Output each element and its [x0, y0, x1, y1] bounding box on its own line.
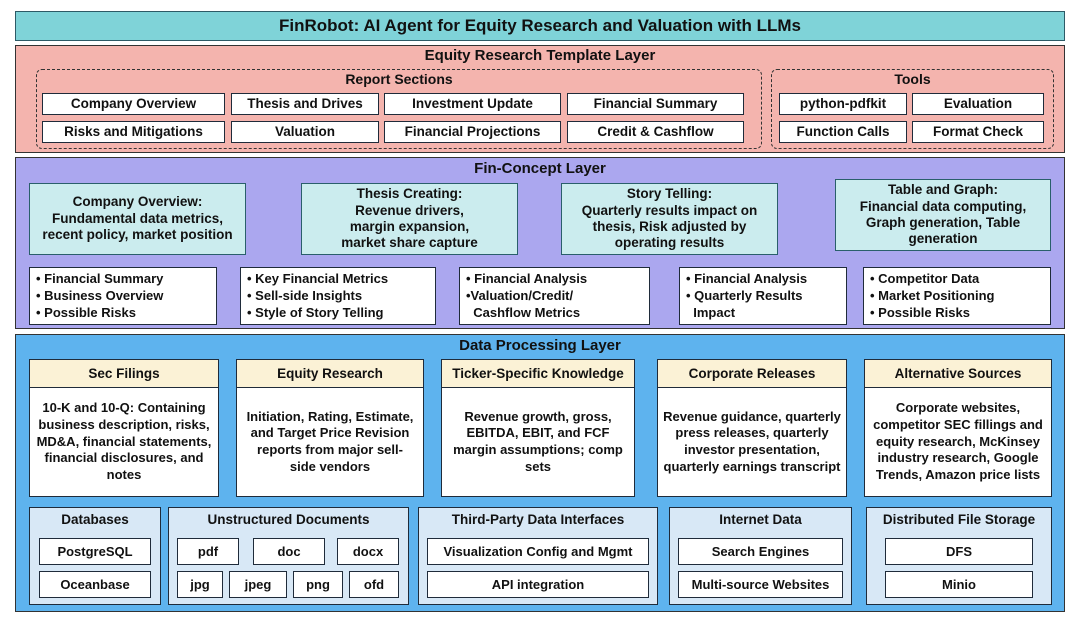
concept-thesis-creating-heading: Thesis Creating:	[356, 186, 463, 202]
bullet-item: • Style of Story Telling	[247, 304, 384, 320]
tool-evaluation: Evaluation	[912, 93, 1044, 115]
doc-pdf: pdf	[177, 538, 239, 565]
tool-python-pdfkit: python-pdfkit	[779, 93, 907, 115]
unstructured-documents-panel: Unstructured Documents pdf doc docx jpg …	[168, 507, 409, 605]
bullet-item: • Market Positioning	[870, 287, 995, 303]
doc-ofd: ofd	[349, 571, 399, 598]
tool-function-calls: Function Calls	[779, 121, 907, 143]
bullet-item: • Sell-side Insights	[247, 287, 363, 303]
report-sections-title: Report Sections	[345, 71, 453, 87]
bullet-item: Cashflow Metrics	[466, 304, 581, 320]
section-financial-summary: Financial Summary	[567, 93, 744, 115]
source-corporate-releases-body: Revenue guidance, quarterly press releas…	[663, 408, 841, 474]
concept-story-telling: Story Telling: Quarterly results impact …	[561, 183, 778, 255]
bullet-item: • Quarterly Results	[686, 287, 803, 303]
section-company-overview: Company Overview	[42, 93, 225, 115]
distributed-file-storage-panel: Distributed File Storage DFS Minio	[866, 507, 1052, 605]
source-equity-research: Equity Research Initiation, Rating, Esti…	[236, 359, 424, 497]
data-layer-title: Data Processing Layer	[459, 337, 621, 354]
distributed-file-storage-title: Distributed File Storage	[882, 512, 1036, 527]
storage-minio: Minio	[885, 571, 1033, 598]
section-investment-update: Investment Update	[384, 93, 561, 115]
report-sections-group: Report Sections	[36, 69, 762, 149]
bullet-item: • Financial Summary	[36, 271, 164, 286]
section-risks-and-mitigations: Risks and Mitigations	[42, 121, 225, 143]
section-financial-projections: Financial Projections	[384, 121, 561, 143]
source-sec-filings: Sec Filings 10-K and 10-Q: Containing bu…	[29, 359, 219, 497]
storage-dfs: DFS	[885, 538, 1033, 565]
bullet-item: • Business Overview	[36, 287, 164, 303]
bullet-item: • Competitor Data	[870, 271, 980, 286]
api-integration: API integration	[427, 571, 649, 598]
doc-jpg: jpg	[177, 571, 223, 598]
bullet-item: • Financial Analysis	[686, 271, 808, 286]
databases-panel: Databases PostgreSQL Oceanbase	[29, 507, 161, 605]
search-engines: Search Engines	[678, 538, 843, 565]
internet-data-title: Internet Data	[719, 512, 802, 527]
bullet-item: • Possible Risks	[36, 304, 136, 320]
concept-company-overview: Company Overview: Fundamental data metri…	[29, 183, 246, 255]
section-valuation: Valuation	[231, 121, 379, 143]
bullet-item: •Valuation/Credit/	[466, 287, 574, 303]
diagram-title: FinRobot: AI Agent for Equity Research a…	[15, 11, 1065, 41]
source-ticker-specific-knowledge: Ticker-Specific Knowledge Revenue growth…	[441, 359, 635, 497]
doc-docx: docx	[337, 538, 399, 565]
databases-title: Databases	[61, 512, 129, 527]
concept-thesis-creating: Thesis Creating: Revenue drivers, margin…	[301, 183, 518, 255]
tools-title: Tools	[894, 71, 931, 87]
bullet-box-2: • Key Financial Metrics • Sell-side Insi…	[240, 267, 436, 325]
data-processing-layer: Data Processing Layer Sec Filings 10-K a…	[15, 334, 1065, 612]
tool-format-check: Format Check	[912, 121, 1044, 143]
db-postgresql: PostgreSQL	[39, 538, 151, 565]
template-layer-title: Equity Research Template Layer	[424, 47, 656, 64]
concept-table-and-graph: Table and Graph: Financial data computin…	[835, 179, 1051, 251]
source-equity-research-body: Initiation, Rating, Estimate, and Target…	[246, 408, 414, 474]
source-sec-filings-body: 10-K and 10-Q: Containing business descr…	[36, 400, 212, 482]
source-ticker-knowledge-body: Revenue growth, gross, EBITDA, EBIT, and…	[453, 408, 623, 474]
concept-layer: Fin-Concept Layer Company Overview: Fund…	[15, 157, 1065, 329]
source-alternative-sources-heading: Alternative Sources	[865, 360, 1051, 388]
concept-layer-title: Fin-Concept Layer	[474, 160, 606, 177]
concept-company-overview-body: Fundamental data metrics, recent policy,…	[42, 210, 233, 243]
bullet-box-3: • Financial Analysis •Valuation/Credit/ …	[459, 267, 650, 325]
source-corporate-releases: Corporate Releases Revenue guidance, qua…	[657, 359, 847, 497]
bullet-box-4: • Financial Analysis • Quarterly Results…	[679, 267, 847, 325]
source-corporate-releases-heading: Corporate Releases	[658, 360, 846, 388]
doc-png: png	[293, 571, 343, 598]
bullet-item: • Key Financial Metrics	[247, 271, 389, 286]
source-alternative-sources-body: Corporate websites, competitor SEC filli…	[873, 400, 1043, 482]
bullet-box-5: • Competitor Data • Market Positioning •…	[863, 267, 1051, 325]
concept-story-telling-body: Quarterly results impact on thesis, Risk…	[581, 202, 758, 251]
doc-jpeg: jpeg	[229, 571, 287, 598]
concept-table-and-graph-heading: Table and Graph:	[887, 182, 998, 198]
internet-data-panel: Internet Data Search Engines Multi-sourc…	[669, 507, 852, 605]
source-equity-research-heading: Equity Research	[237, 360, 423, 388]
db-oceanbase: Oceanbase	[39, 571, 151, 598]
template-layer: Equity Research Template Layer Report Se…	[15, 45, 1065, 153]
source-alternative-sources: Alternative Sources Corporate websites, …	[864, 359, 1052, 497]
tools-group: Tools	[771, 69, 1054, 149]
third-party-interfaces-panel: Third-Party Data Interfaces Visualizatio…	[418, 507, 658, 605]
section-credit-cashflow: Credit & Cashflow	[567, 121, 744, 143]
concept-table-and-graph-body: Financial data computing, Graph generati…	[859, 198, 1027, 247]
concept-story-telling-heading: Story Telling:	[626, 186, 713, 202]
third-party-interfaces-title: Third-Party Data Interfaces	[451, 512, 625, 527]
visualization-config: Visualization Config and Mgmt	[427, 538, 649, 565]
concept-thesis-creating-body: Revenue drivers, margin expansion, marke…	[341, 202, 478, 251]
section-thesis-and-drives: Thesis and Drives	[231, 93, 379, 115]
bullet-item: • Financial Analysis	[466, 271, 588, 286]
concept-company-overview-heading: Company Overview:	[72, 194, 203, 210]
bullet-box-1: • Financial Summary • Business Overview …	[29, 267, 217, 325]
source-sec-filings-heading: Sec Filings	[30, 360, 218, 388]
bullet-item: • Possible Risks	[870, 304, 970, 320]
doc-doc: doc	[253, 538, 325, 565]
source-ticker-knowledge-heading: Ticker-Specific Knowledge	[442, 360, 634, 388]
multi-source-websites: Multi-source Websites	[678, 571, 843, 598]
unstructured-documents-title: Unstructured Documents	[207, 512, 370, 527]
bullet-item: Impact	[686, 304, 736, 320]
